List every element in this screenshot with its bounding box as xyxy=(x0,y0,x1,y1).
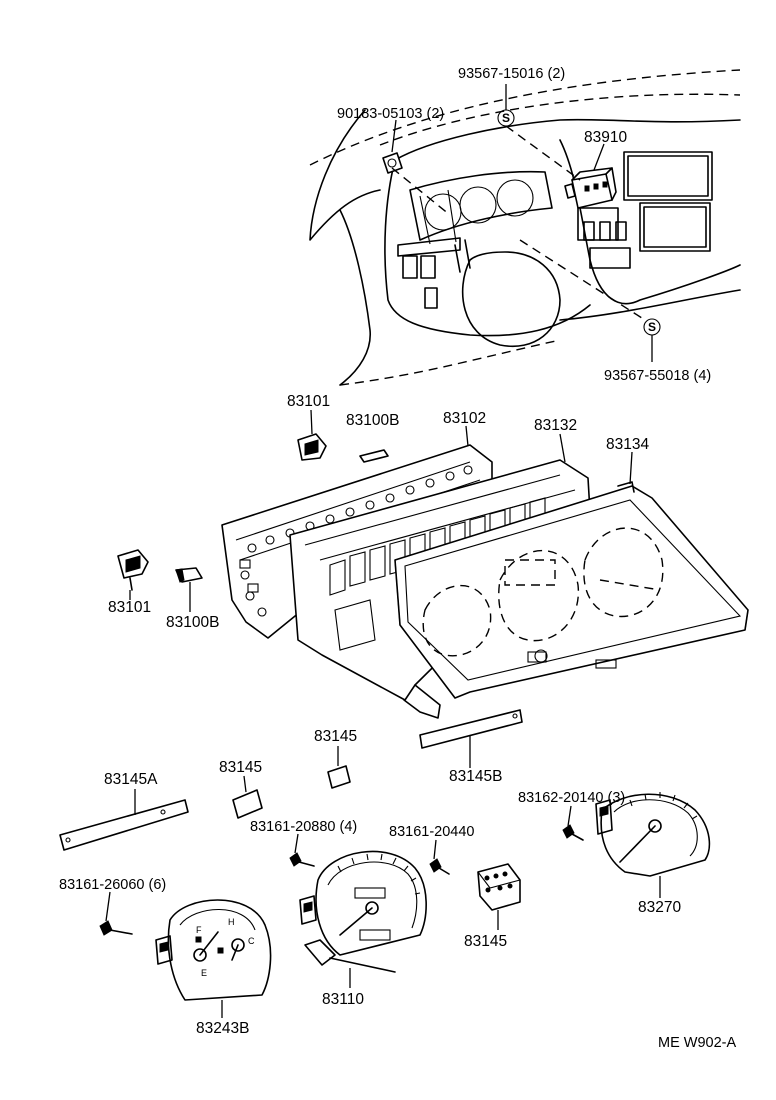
label-83101-lower: 83101 xyxy=(108,599,151,616)
label-83145A: 83145A xyxy=(104,771,158,788)
screw-83161-20440 xyxy=(429,839,450,875)
label-93567-15016: 93567-15016 (2) xyxy=(458,66,565,82)
screw-83161-26060 xyxy=(99,891,133,936)
tachometer-83270 xyxy=(595,792,711,898)
diagram-code: ME W902-A xyxy=(658,1035,736,1051)
label-83102: 83102 xyxy=(443,410,486,427)
label-83101-upper: 83101 xyxy=(287,393,330,410)
screw-83162-20140 xyxy=(562,805,584,841)
label-83161-20440: 83161-20440 xyxy=(389,824,474,840)
label-83100B-lower: 83100B xyxy=(166,614,219,631)
connector-83145 xyxy=(477,863,521,930)
label-83132: 83132 xyxy=(534,417,577,434)
svg-text:F: F xyxy=(196,925,202,935)
part-labels: 93567-15016 (2) 90183-05103 (2) 83910 93… xyxy=(59,66,736,1051)
label-93567-55018: 93567-55018 (4) xyxy=(604,368,711,384)
label-83270: 83270 xyxy=(638,899,681,916)
label-83110: 83110 xyxy=(322,991,364,1008)
label-83134: 83134 xyxy=(606,436,649,453)
label-90183-05103: 90183-05103 (2) xyxy=(337,106,444,122)
screw-marker-top: S xyxy=(497,109,515,127)
clip-90183-05103 xyxy=(382,152,403,174)
svg-text:H: H xyxy=(228,917,235,927)
label-83162-20140: 83162-20140 (3) xyxy=(518,790,625,806)
svg-text:S: S xyxy=(502,111,510,125)
label-83145-connector: 83145 xyxy=(464,933,507,950)
cap-83145-left xyxy=(232,775,263,819)
svg-text:S: S xyxy=(648,320,656,334)
label-83145B: 83145B xyxy=(449,768,502,785)
label-83161-26060: 83161-26060 (6) xyxy=(59,877,166,893)
svg-text:C: C xyxy=(248,936,255,946)
bulb-83100B-upper xyxy=(359,449,389,463)
label-83100B-upper: 83100B xyxy=(346,412,399,429)
label-83161-20880: 83161-20880 (4) xyxy=(250,819,357,835)
bulb-83100B-lower xyxy=(175,567,203,583)
screw-83161-20880 xyxy=(289,833,315,867)
relay-83910 xyxy=(564,167,617,209)
label-83145-left: 83145 xyxy=(219,759,262,776)
label-83910: 83910 xyxy=(584,129,627,146)
label-83145-upper: 83145 xyxy=(314,728,357,745)
screw-marker-bottom: S xyxy=(643,318,661,336)
svg-text:E: E xyxy=(201,968,207,978)
bulb-socket-83101-lower xyxy=(117,549,149,591)
dashboard-panel xyxy=(309,69,741,386)
label-83243B: 83243B xyxy=(196,1020,249,1037)
plate-83145B xyxy=(419,709,523,768)
cap-83145-upper xyxy=(327,746,351,789)
plate-83145A xyxy=(59,789,189,851)
bulb-socket-83101-upper xyxy=(297,433,327,461)
meter-glass-83134 xyxy=(394,481,749,699)
fuel-temp-gauge-83243B: F E H C xyxy=(155,899,272,1018)
speedometer-83110 xyxy=(299,850,427,988)
